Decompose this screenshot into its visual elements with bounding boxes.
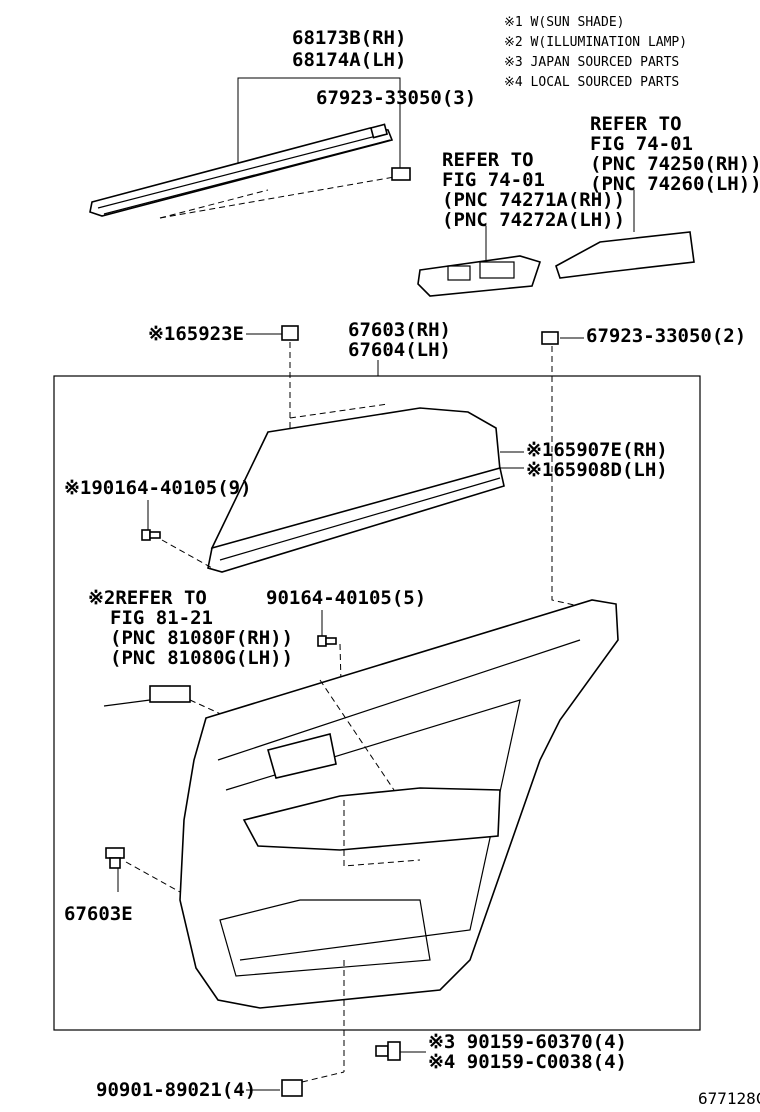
svg-text:(PNC 81080G(LH)): (PNC 81080G(LH)) bbox=[110, 647, 293, 669]
sunshade-rail-part bbox=[89, 123, 394, 217]
label-clip-board: 67603E bbox=[64, 903, 133, 925]
svg-text:(PNC 74260(LH)): (PNC 74260(LH)) bbox=[590, 173, 760, 195]
label-board-rh: 67603(RH) bbox=[348, 319, 451, 341]
svg-text:REFER TO: REFER TO bbox=[442, 149, 534, 171]
label-clip-top: 67923-33050(3) bbox=[316, 87, 476, 109]
note-2: ※2 W(ILLUMINATION LAMP) bbox=[504, 35, 687, 50]
screw-9-part bbox=[141, 529, 161, 541]
lamp-part bbox=[103, 685, 191, 707]
notes-legend: ※1 W(SUN SHADE) ※2 W(ILLUMINATION LAMP) … bbox=[504, 15, 687, 90]
label-sunshade-rh: ※165907E(RH) bbox=[526, 439, 668, 461]
clip-sunshade-part bbox=[281, 325, 299, 341]
label-screw-9: ※190164-40105(9) bbox=[64, 477, 252, 499]
svg-text:FIG 81-21: FIG 81-21 bbox=[110, 607, 213, 629]
note-1: ※1 W(SUN SHADE) bbox=[504, 15, 624, 30]
refer-lamp: ※2REFER TO FIG 81-21 (PNC 81080F(RH)) (P… bbox=[88, 587, 293, 669]
label-clip-sunshade: ※165923E bbox=[148, 323, 244, 345]
label-sunshade-rail-lh: 68174A(LH) bbox=[292, 49, 406, 71]
label-clip-right: 67923-33050(2) bbox=[586, 325, 746, 347]
svg-text:FIG 74-01: FIG 74-01 bbox=[590, 133, 693, 155]
screw-5-part bbox=[317, 635, 337, 647]
door-trim-board bbox=[179, 599, 619, 1009]
label-clip-bottom: 90901-89021(4) bbox=[96, 1079, 256, 1101]
svg-text:FIG 74-01: FIG 74-01 bbox=[442, 169, 545, 191]
refer-switch-a: REFER TO FIG 74-01 (PNC 74271A(RH)) (PNC… bbox=[442, 149, 625, 231]
label-board-lh: 67604(LH) bbox=[348, 339, 451, 361]
sunshade-part bbox=[207, 407, 505, 573]
label-sunshade-lh: ※165908D(LH) bbox=[526, 459, 668, 481]
assembly-frame bbox=[53, 375, 701, 1031]
refer-switch-b: REFER TO FIG 74-01 (PNC 74250(RH)) (PNC … bbox=[590, 113, 760, 195]
clip-board-part bbox=[105, 847, 125, 869]
leader-sunshade-rail bbox=[237, 77, 401, 164]
clip-top-part bbox=[391, 167, 411, 181]
label-bolt-jp: ※3 90159-60370(4) bbox=[428, 1031, 627, 1053]
svg-text:※2REFER TO: ※2REFER TO bbox=[88, 587, 207, 609]
switch-base-part bbox=[555, 231, 695, 279]
diagram-id: 677128C bbox=[698, 1089, 760, 1108]
svg-text:(PNC 74250(RH)): (PNC 74250(RH)) bbox=[590, 153, 760, 175]
clip-bottom-part bbox=[281, 1079, 303, 1097]
note-4: ※4 LOCAL SOURCED PARTS bbox=[504, 75, 679, 90]
svg-text:(PNC 74271A(RH)): (PNC 74271A(RH)) bbox=[442, 189, 625, 211]
label-screw-5: 90164-40105(5) bbox=[266, 587, 426, 609]
clip-right-part bbox=[541, 331, 559, 345]
bolt-part bbox=[375, 1041, 401, 1061]
window-switch-part bbox=[417, 255, 542, 297]
note-3: ※3 JAPAN SOURCED PARTS bbox=[504, 55, 679, 70]
label-bolt-local: ※4 90159-C0038(4) bbox=[428, 1051, 627, 1073]
label-sunshade-rail-rh: 68173B(RH) bbox=[292, 27, 406, 49]
svg-text:REFER TO: REFER TO bbox=[590, 113, 682, 135]
svg-text:(PNC 74272A(LH)): (PNC 74272A(LH)) bbox=[442, 209, 625, 231]
svg-text:(PNC 81080F(RH)): (PNC 81080F(RH)) bbox=[110, 627, 293, 649]
